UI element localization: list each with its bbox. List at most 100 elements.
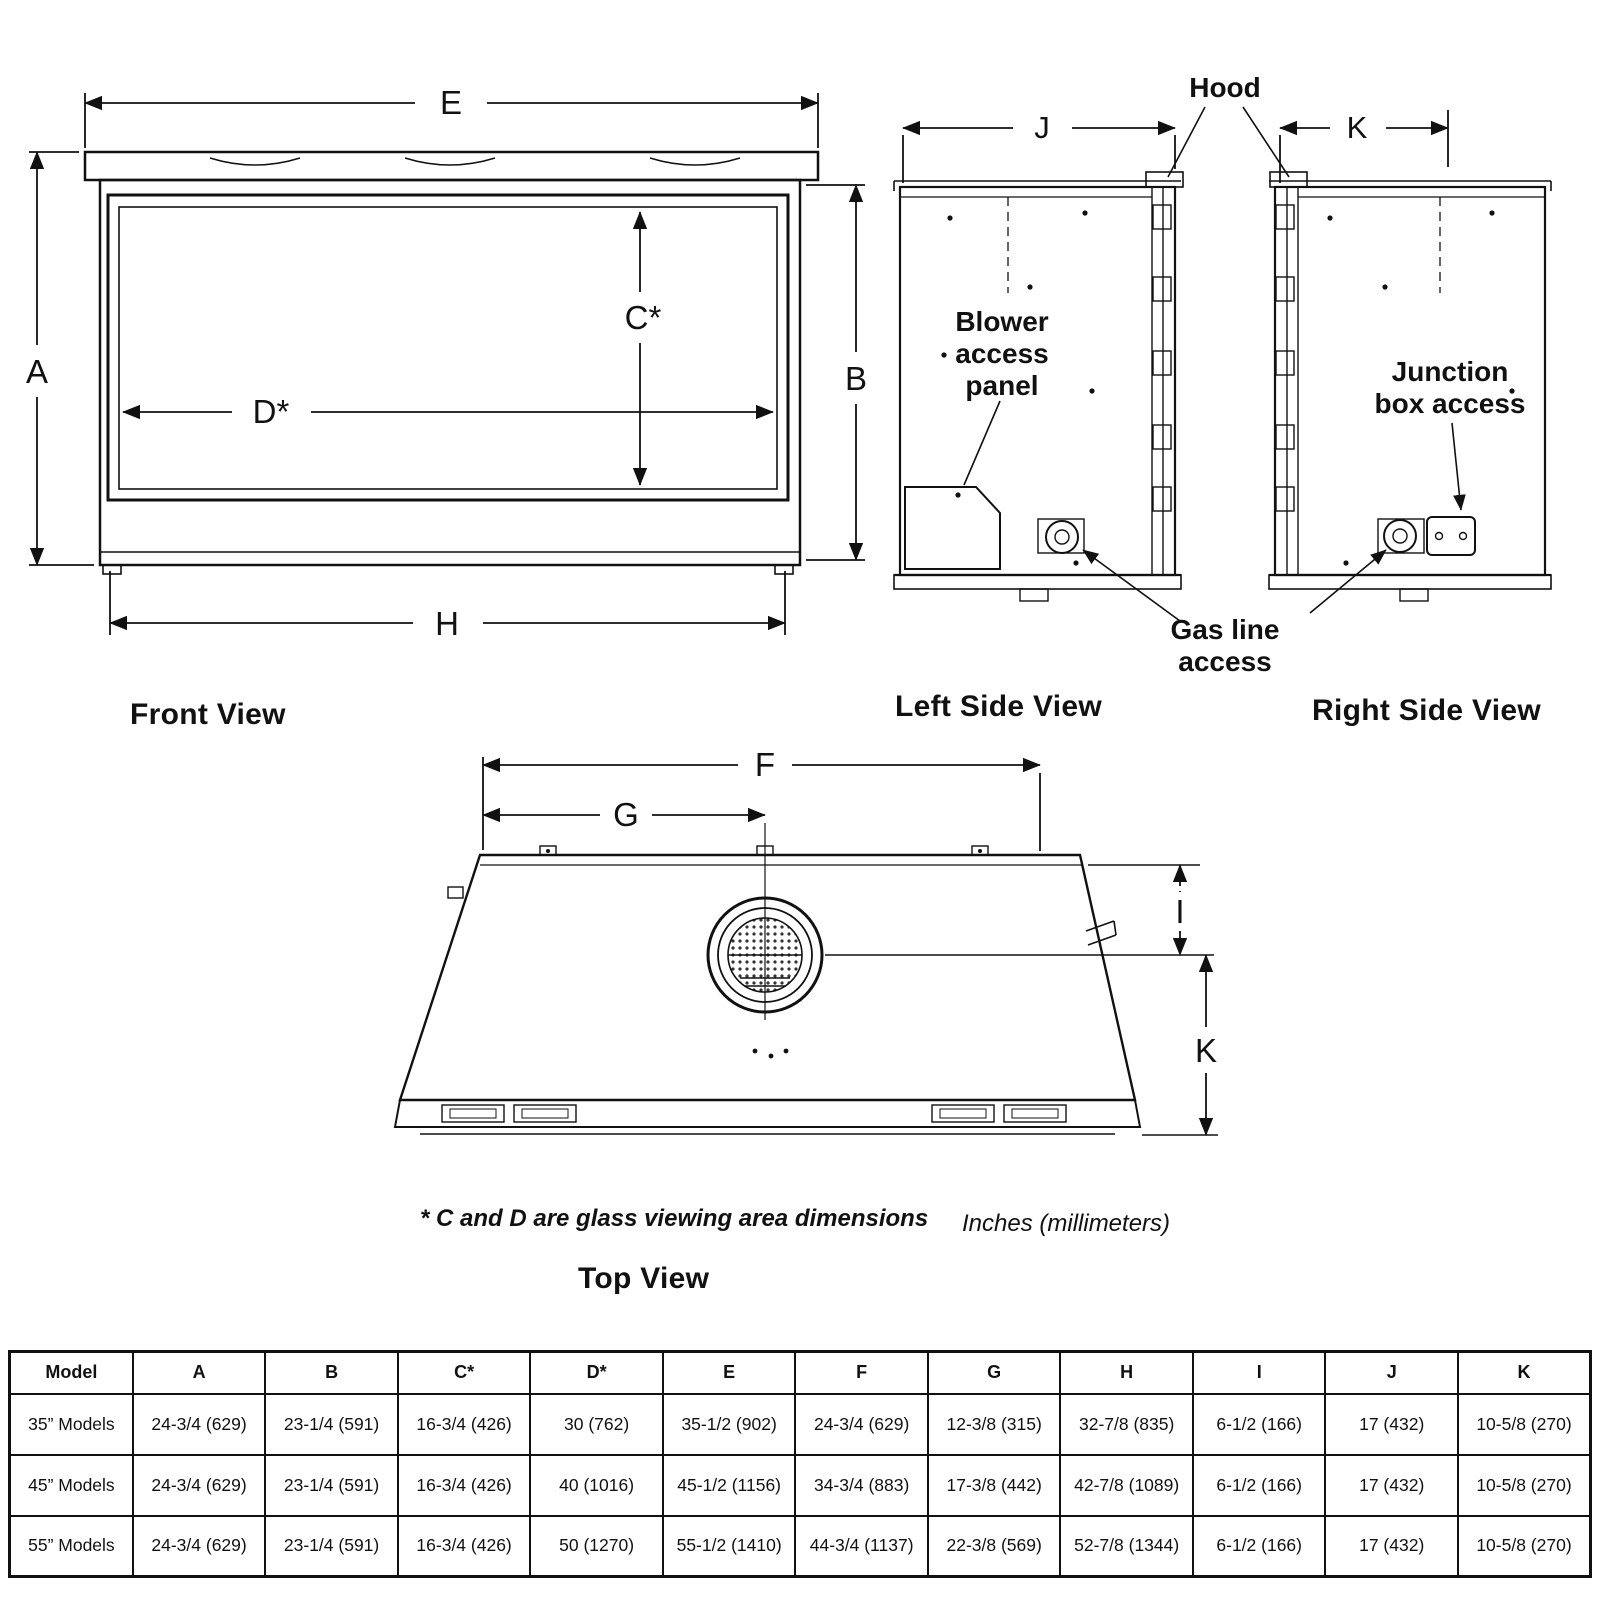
dimension-cell: 17 (432): [1324, 1392, 1459, 1456]
dimension-cell: 23-1/4 (591): [264, 1453, 399, 1517]
table-header-cell: B: [264, 1350, 399, 1395]
gas-label-line2: access: [1178, 646, 1271, 677]
top-view-drawing: F G I K: [393, 746, 1218, 1136]
dimension-cell: 16-3/4 (426): [396, 1453, 532, 1517]
dimension-cell: 6-1/2 (166): [1191, 1514, 1327, 1578]
dimension-cell: 23-1/4 (591): [264, 1514, 399, 1578]
left-side-screws: [941, 210, 1095, 566]
top-view-dimensions: [482, 757, 1218, 1136]
table-header-cell: K: [1456, 1350, 1592, 1395]
side-views-annotations: Hood Blower access panel Junction box ac…: [955, 72, 1525, 677]
left-side-view-caption: Left Side View: [895, 690, 1103, 723]
right-side-screws: [1327, 210, 1515, 566]
table-header-cell: G: [926, 1350, 1062, 1395]
junction-label-line1: Junction: [1392, 356, 1509, 387]
dimension-cell: 6-1/2 (166): [1191, 1453, 1327, 1517]
model-cell: 45” Models: [8, 1453, 134, 1517]
front-view-dimensions: [29, 93, 865, 635]
dimension-cell: 10-5/8 (270): [1456, 1392, 1592, 1456]
blower-label-line3: panel: [965, 370, 1038, 401]
dim-label-d: D*: [253, 393, 290, 430]
table-header-cell: A: [131, 1350, 267, 1395]
top-view-outline: [393, 845, 1142, 1135]
dimension-cell: 24-3/4 (629): [794, 1392, 929, 1456]
dimension-cell: 17 (432): [1324, 1453, 1459, 1517]
glass-dimensions-note: * C and D are glass viewing area dimensi…: [420, 1205, 929, 1232]
dim-label-g: G: [613, 796, 639, 833]
dimension-cell: 16-3/4 (426): [396, 1514, 532, 1578]
dimension-cell: 30 (762): [529, 1392, 664, 1456]
dimension-cell: 24-3/4 (629): [131, 1514, 267, 1578]
dimension-cell: 50 (1270): [529, 1514, 664, 1578]
gas-line-access-right: [1383, 519, 1417, 553]
table-header-cell: Model: [8, 1350, 134, 1395]
gas-stub: [1085, 920, 1117, 946]
dimension-cell: 44-3/4 (1137): [794, 1514, 929, 1578]
table-header-cell: F: [794, 1350, 929, 1395]
dim-label-i: I: [1175, 893, 1184, 930]
dimension-cell: 16-3/4 (426): [396, 1392, 532, 1456]
dim-label-e: E: [440, 84, 462, 121]
dimension-cell: 45-1/2 (1156): [661, 1453, 797, 1517]
table-header-cell: C*: [396, 1350, 532, 1395]
top-view-screws: [546, 849, 982, 1059]
dimension-cell: 23-1/4 (591): [264, 1392, 399, 1456]
front-view-caption: Front View: [130, 698, 286, 731]
dim-label-k-top: K: [1195, 1032, 1217, 1069]
units-note: Inches (millimeters): [962, 1210, 1171, 1237]
dimension-cell: 32-7/8 (835): [1059, 1392, 1194, 1456]
right-side-view-caption: Right Side View: [1312, 694, 1541, 727]
dimension-cell: 55-1/2 (1410): [661, 1514, 797, 1578]
dim-label-c: C*: [625, 299, 662, 336]
dim-label-a: A: [26, 353, 48, 390]
dim-label-b: B: [845, 360, 867, 397]
dim-label-j: J: [1034, 110, 1050, 145]
side-views-drawing: J K Hood Blower access panel Junction bo…: [893, 72, 1552, 677]
dimension-cell: 12-3/8 (315): [926, 1392, 1062, 1456]
dimension-cell: 17-3/8 (442): [926, 1453, 1062, 1517]
dim-label-h: H: [435, 605, 459, 642]
dim-label-k: K: [1347, 110, 1368, 145]
gas-label-line1: Gas line: [1171, 614, 1280, 645]
table-header-cell: H: [1059, 1350, 1194, 1395]
dimension-cell: 10-5/8 (270): [1456, 1514, 1592, 1578]
dim-label-f: F: [755, 746, 775, 783]
side-views-dim-labels: J K: [1034, 110, 1367, 145]
dimension-cell: 24-3/4 (629): [131, 1453, 267, 1517]
left-side-outline: [893, 171, 1184, 602]
junction-box: [1426, 516, 1476, 556]
model-cell: 55” Models: [8, 1514, 134, 1578]
dimension-cell: 34-3/4 (883): [794, 1453, 929, 1517]
table-header-cell: D*: [529, 1350, 664, 1395]
side-views-dimensions: [902, 106, 1466, 622]
dimension-cell: 42-7/8 (1089): [1059, 1453, 1194, 1517]
junction-label-line2: box access: [1375, 388, 1526, 419]
front-view-dim-labels: E A B C* D* H: [26, 84, 867, 642]
top-view-dim-labels: F G I K: [613, 746, 1217, 1069]
blower-access-panel: [904, 486, 1001, 570]
dimension-cell: 10-5/8 (270): [1456, 1453, 1592, 1517]
table-header-cell: I: [1191, 1350, 1327, 1395]
dimension-cell: 22-3/8 (569): [926, 1514, 1062, 1578]
front-view-outline: [83, 150, 820, 575]
front-view-drawing: E A B C* D* H: [26, 84, 867, 642]
model-cell: 35” Models: [8, 1392, 134, 1456]
dimension-cell: 40 (1016): [529, 1453, 664, 1517]
dimension-cell: 17 (432): [1324, 1514, 1459, 1578]
table-header-cell: J: [1324, 1350, 1459, 1395]
dimension-cell: 35-1/2 (902): [661, 1392, 797, 1456]
gas-line-access-left: [1045, 520, 1079, 554]
dimension-cell: 24-3/4 (629): [131, 1392, 267, 1456]
right-side-outline: [1268, 171, 1552, 602]
dimension-cell: 52-7/8 (1344): [1059, 1514, 1194, 1578]
dimension-cell: 6-1/2 (166): [1191, 1392, 1327, 1456]
blower-label-line2: access: [955, 338, 1048, 369]
